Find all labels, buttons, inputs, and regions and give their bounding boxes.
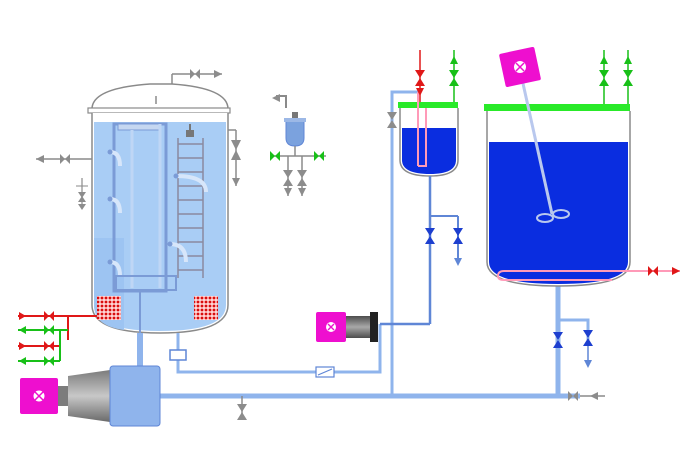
nozzle-tips [107,149,179,265]
mixing-sample-valve[interactable] [583,330,593,346]
transfer-pump-flange [370,312,378,342]
arrow-left-icon [19,312,26,320]
transfer-motor-cross [327,323,335,331]
agitator-impeller [536,209,570,223]
valve-green-2[interactable] [44,356,54,366]
arrow-down-icon [584,360,592,368]
head-tank-bypass-valve[interactable] [453,228,463,244]
right-side-valve[interactable] [231,140,241,160]
mixing-outlet-valve[interactable] [553,332,563,348]
arrow-up-icon [450,56,458,64]
arrow-right-icon [19,357,26,365]
arrow-down-icon [454,258,462,266]
arrow-down-icon [298,188,306,196]
riser-valve-gray[interactable] [387,112,397,128]
flow-meter [315,366,335,378]
valve-green-1[interactable] [44,325,54,335]
pump-volute [109,365,161,427]
main-reactor [36,69,241,334]
arrow-right-icon [214,70,222,78]
filter-valve-green-right[interactable] [314,151,324,161]
pump-coupling [58,386,68,406]
vent-valve[interactable] [190,69,200,79]
filter-valve-green-left[interactable] [270,151,280,161]
head-tank-return-tube [418,108,427,167]
header-outlet-valve[interactable] [568,391,578,401]
inner-spray-nozzles [109,124,208,288]
reactor-flange [87,107,231,114]
arrow-left-icon [590,392,598,400]
arrow-up-icon [600,56,608,64]
transfer-pump [316,312,378,342]
mixing-feed-valve-2[interactable] [623,70,633,86]
small-filter [270,94,326,196]
inner-bottom-manifold [115,275,177,333]
coil-valve-red[interactable] [648,266,658,276]
head-tank [380,50,459,326]
valve-side-gray[interactable] [60,154,70,164]
filter-valve-gray-right[interactable] [297,170,307,186]
inner-ladder-column [177,138,204,278]
heating-element-left [97,296,121,320]
arrow-down-icon [284,188,292,196]
mixing-tank-liquid [489,142,628,284]
arrow-down-icon [78,204,86,210]
arrow-down-icon [232,178,240,186]
heating-coil [496,270,680,281]
reactor-lid [91,83,229,110]
motor-indicator-cross [34,391,44,401]
valve-red-1[interactable] [44,311,54,321]
transfer-pump-body [346,316,370,338]
sampling-valve[interactable] [76,178,88,205]
head-tank-valve-green[interactable] [449,70,459,86]
filter-valve-gray-left[interactable] [283,170,293,186]
valve-red-2[interactable] [44,341,54,351]
arrow-up-icon [624,56,632,64]
reactor-outlet-fitting [169,349,187,361]
head-tank-outlet-valve[interactable] [425,228,435,244]
heating-element-right [194,296,218,320]
pump-housing [68,370,110,422]
head-tank-liquid [402,128,456,174]
mixing-tank [484,50,680,287]
mixing-feed-valve-1[interactable] [599,70,609,86]
head-tank-valve-red[interactable] [415,70,425,86]
inner-column-header [117,123,161,131]
arrow-down-icon [416,88,424,96]
utility-feeds [18,311,97,366]
head-tank-lid [398,102,458,108]
mixing-tank-lid [484,104,630,111]
arrow-left-icon [672,267,680,275]
ladder-top-fitting [186,130,194,137]
header-drain-valve[interactable] [237,404,247,420]
pump-motor-bottom-left [20,365,161,427]
agitator-motor[interactable] [499,47,541,88]
arrow-left-icon [19,342,26,350]
agitator-shaft [518,69,554,215]
arrow-left-icon [36,155,44,163]
arrow-right-icon [19,326,26,334]
